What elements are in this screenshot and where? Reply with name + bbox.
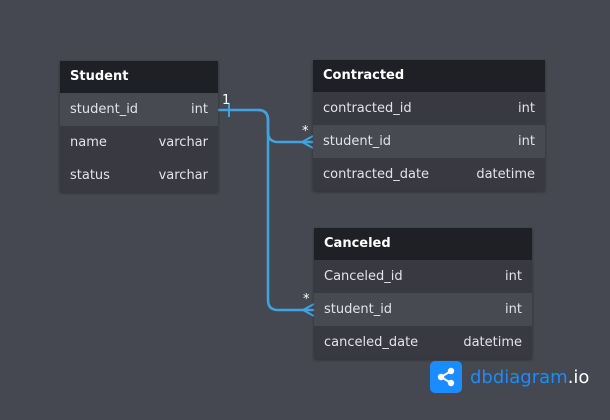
column-name: student_id — [323, 134, 392, 149]
relation-student-canceled[interactable] — [257, 108, 314, 312]
column-type: int — [518, 134, 535, 149]
column-name: name — [70, 135, 107, 150]
table-row[interactable]: contracted_date datetime — [313, 158, 545, 191]
brand-logo[interactable]: dbdiagram.io — [430, 361, 589, 393]
cardinality-many-contracted-label: * — [302, 124, 309, 139]
table-row[interactable]: canceled_date datetime — [314, 326, 532, 359]
column-type: int — [191, 102, 208, 117]
column-name: contracted_date — [323, 167, 430, 182]
table-contracted[interactable]: Contracted contracted_id int student_id … — [313, 60, 545, 191]
cardinality-many-canceled-label: * — [303, 292, 310, 307]
cardinality-one-label: 1 — [222, 93, 231, 108]
table-row[interactable]: status varchar — [60, 159, 218, 192]
column-name: student_id — [70, 102, 139, 117]
table-contracted-header[interactable]: Contracted — [313, 60, 545, 92]
column-name: student_id — [324, 302, 393, 317]
table-canceled[interactable]: Canceled Canceled_id int student_id int … — [314, 228, 532, 359]
share-icon — [430, 361, 462, 393]
table-row[interactable]: name varchar — [60, 126, 218, 159]
many-marker-contracted — [301, 135, 314, 149]
column-type: varchar — [158, 135, 208, 150]
table-canceled-header[interactable]: Canceled — [314, 228, 532, 260]
brand-name: dbdiagram.io — [470, 367, 589, 388]
table-row[interactable]: student_id int — [313, 125, 545, 158]
table-row[interactable]: student_id int — [60, 93, 218, 126]
column-name: status — [70, 168, 110, 183]
column-name: contracted_id — [323, 101, 412, 116]
column-name: canceled_date — [324, 335, 419, 350]
column-type: int — [518, 101, 535, 116]
table-student[interactable]: Student student_id int name varchar stat… — [60, 61, 218, 192]
table-row[interactable]: contracted_id int — [313, 92, 545, 125]
column-name: Canceled_id — [324, 269, 403, 284]
brand-name-main: dbdiagram — [470, 366, 568, 388]
table-row[interactable]: Canceled_id int — [314, 260, 532, 293]
relation-student-contracted[interactable] — [218, 108, 313, 144]
brand-tld: .io — [567, 366, 590, 388]
column-type: datetime — [476, 167, 535, 182]
column-type: datetime — [463, 335, 522, 350]
column-type: int — [505, 302, 522, 317]
table-row[interactable]: student_id int — [314, 293, 532, 326]
column-type: int — [505, 269, 522, 284]
many-marker-canceled — [302, 303, 315, 317]
column-type: varchar — [158, 168, 208, 183]
table-student-header[interactable]: Student — [60, 61, 218, 93]
